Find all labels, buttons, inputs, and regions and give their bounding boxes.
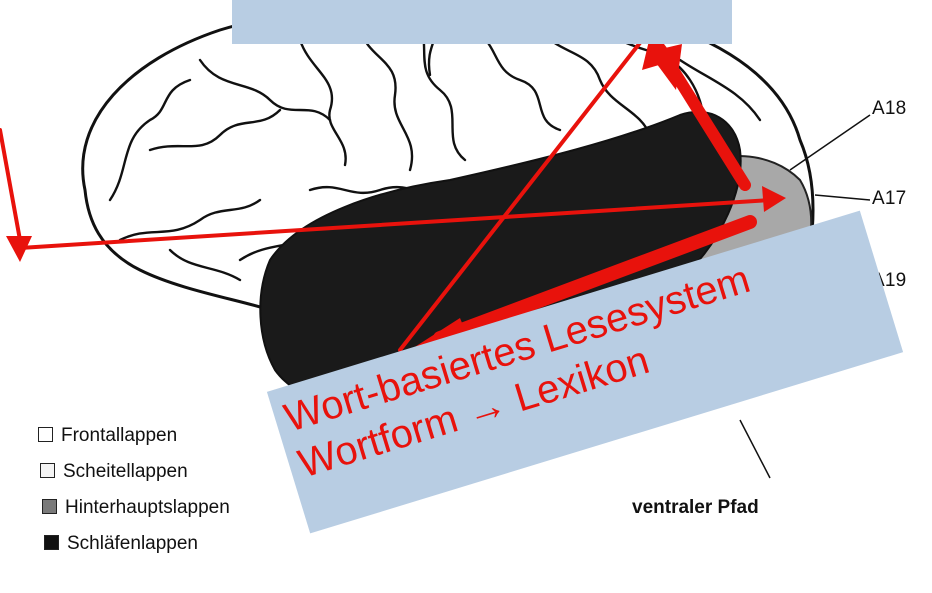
legend-swatch [44,535,59,550]
label-a17: A17 [872,188,906,210]
legend-label: Frontallappen [61,425,177,446]
legend-item: Scheitellappen [40,461,228,497]
legend: Frontallappen Scheitellappen Hinterhaupt… [18,425,206,569]
legend-item: Schläfenlappen [44,533,232,569]
legend-item: Frontallappen [38,425,226,461]
label-ventral-pathway: ventraler Pfad [632,497,759,519]
legend-label: Hinterhauptslappen [65,497,230,518]
legend-label: Scheitellappen [63,461,188,482]
legend-swatch [40,463,55,478]
legend-swatch [42,499,57,514]
legend-label: Schläfenlappen [67,533,198,554]
top-overlay-box [232,0,732,44]
legend-swatch [38,427,53,442]
legend-item: Hinterhauptslappen [42,497,230,533]
label-a18: A18 [872,98,906,120]
